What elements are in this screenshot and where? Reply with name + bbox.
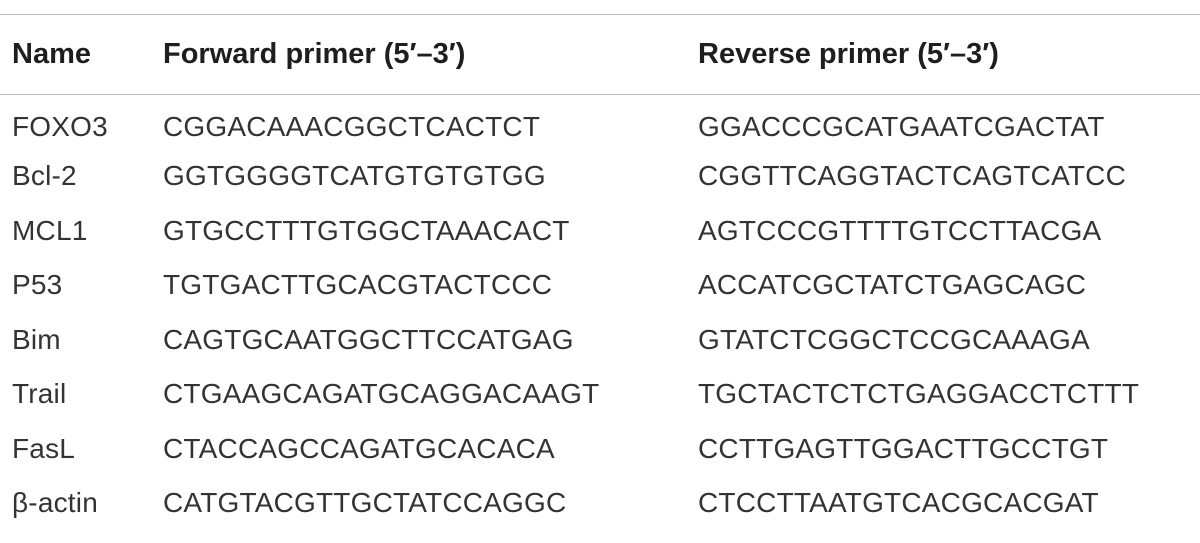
- primer-table: Name Forward primer (5′–3′) Reverse prim…: [0, 14, 1200, 531]
- forward-primer: CTGAAGCAGATGCAGGACAAGT: [163, 378, 600, 410]
- table-row: β-actin CATGTACGTTGCTATCCAGGC CTCCTTAATG…: [0, 476, 1200, 531]
- table-row: Bcl-2 GGTGGGGTCATGTGTGTGG CGGTTCAGGTACTC…: [0, 149, 1200, 204]
- forward-primer: CTACCAGCCAGATGCACACA: [163, 432, 555, 464]
- primer-table-container: Name Forward primer (5′–3′) Reverse prim…: [0, 14, 1200, 531]
- table-row: FasL CTACCAGCCAGATGCACACA CCTTGAGTTGGACT…: [0, 422, 1200, 477]
- gene-name: Bim: [12, 323, 61, 355]
- reverse-primer: GGACCCGCATGAATCGACTAT: [698, 111, 1105, 142]
- gene-name: P53: [12, 269, 63, 301]
- header-row: Name Forward primer (5′–3′) Reverse prim…: [0, 14, 1200, 95]
- reverse-primer: CGGTTCAGGTACTCAGTCATCC: [698, 160, 1127, 192]
- header-forward-primer: Forward primer (5′–3′): [163, 14, 698, 95]
- reverse-primer: CCTTGAGTTGGACTTGCCTGT: [698, 432, 1109, 464]
- reverse-primer: CTCCTTAATGTCACGCACGAT: [698, 487, 1099, 519]
- header-reverse-primer: Reverse primer (5′–3′): [698, 14, 1200, 95]
- forward-primer: GTGCCTTTGTGGCTAAACACT: [163, 214, 570, 246]
- forward-primer: CAGTGCAATGGCTTCCATGAG: [163, 323, 574, 355]
- gene-name: β-actin: [12, 487, 98, 519]
- header-name: Name: [0, 14, 163, 95]
- table-row: Bim CAGTGCAATGGCTTCCATGAG GTATCTCGGCTCCG…: [0, 313, 1200, 368]
- table-row: FOXO3 CGGACAAACGGCTCACTCT GGACCCGCATGAAT…: [0, 95, 1200, 150]
- table-header: Name Forward primer (5′–3′) Reverse prim…: [0, 14, 1200, 95]
- reverse-primer: GTATCTCGGCTCCGCAAAGA: [698, 323, 1090, 355]
- reverse-primer: AGTCCCGTTTTGTCCTTACGA: [698, 214, 1102, 246]
- gene-name: Bcl-2: [12, 160, 77, 192]
- gene-name: MCL1: [12, 214, 88, 246]
- forward-primer: CATGTACGTTGCTATCCAGGC: [163, 487, 567, 519]
- table-body: FOXO3 CGGACAAACGGCTCACTCT GGACCCGCATGAAT…: [0, 95, 1200, 531]
- reverse-primer: TGCTACTCTCTGAGGACCTCTTT: [698, 378, 1140, 410]
- forward-primer: TGTGACTTGCACGTACTCCC: [163, 269, 553, 301]
- forward-primer: GGTGGGGTCATGTGTGTGG: [163, 160, 546, 192]
- forward-primer: CGGACAAACGGCTCACTCT: [163, 111, 541, 142]
- gene-name: FOXO3: [12, 111, 108, 142]
- table-row: P53 TGTGACTTGCACGTACTCCC ACCATCGCTATCTGA…: [0, 258, 1200, 313]
- table-row: MCL1 GTGCCTTTGTGGCTAAACACT AGTCCCGTTTTGT…: [0, 204, 1200, 259]
- gene-name: Trail: [12, 378, 67, 410]
- table-row: Trail CTGAAGCAGATGCAGGACAAGT TGCTACTCTCT…: [0, 367, 1200, 422]
- gene-name: FasL: [12, 432, 76, 464]
- reverse-primer: ACCATCGCTATCTGAGCAGC: [698, 269, 1087, 301]
